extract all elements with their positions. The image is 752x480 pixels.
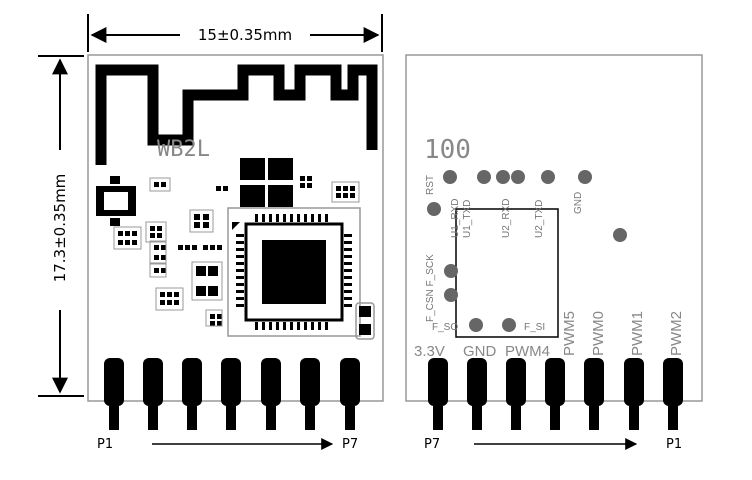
pad-label-u1-rxd: U1_RXD [450,199,461,238]
front-view: WB2L [87,54,384,452]
front-small-components [118,176,355,326]
pad-label-f-si: F_SI [524,322,545,333]
module-name-silkscreen: WB2L [157,137,210,162]
back-pin-label-gnd: GND [463,343,497,360]
back-marking: 100 [424,135,471,165]
front-crystal [96,176,136,226]
width-label: 15±0.35mm [198,26,292,44]
height-dimension: 17.3±0.35mm [38,55,84,397]
back-pin-label-pwm1: PWM1 [629,311,646,356]
back-pin-label-pwm2: PWM2 [668,311,685,356]
back-pin-label-pwm0: PWM0 [590,311,607,356]
front-pins [104,358,360,430]
pcb-antenna-trace [95,64,378,165]
back-view: 100 RST U1_RXD U1_TXD U2_RXD U2_TXD GND … [405,54,703,452]
height-label: 17.3±0.35mm [51,174,69,283]
back-pins [428,358,683,430]
front-component-outlines [113,177,360,327]
pad-label-u1-txd: U1_TXD [462,200,473,238]
pad-label-u2-rxd: U2_RXD [501,199,512,238]
front-power-pads [240,158,293,207]
front-pcb-outline [87,54,384,402]
width-dimension: 15±0.35mm [87,14,383,52]
back-pin-label-3v3: 3.3V [414,343,445,360]
back-pin-first-label: P7 [424,437,440,452]
pad-label-rst: RST [425,175,436,195]
pad-label-u2-txd: U2_TXD [534,200,545,238]
front-pin-first-label: P1 [97,437,113,452]
front-qfn-chip [227,207,361,337]
back-pin-last-label: P1 [666,437,682,452]
back-pin-label-pwm4: PWM4 [505,343,550,360]
pad-label-f-so: F_SO [432,322,458,333]
pad-label-gnd-top: GND [573,192,584,214]
front-edge-component [355,302,375,340]
back-pin-label-pwm5: PWM5 [561,311,578,356]
front-pin-last-label: P7 [342,437,358,452]
back-test-pads [427,170,627,332]
pad-label-f-csn-f-sck: F_CSN F_SCK [425,254,436,322]
